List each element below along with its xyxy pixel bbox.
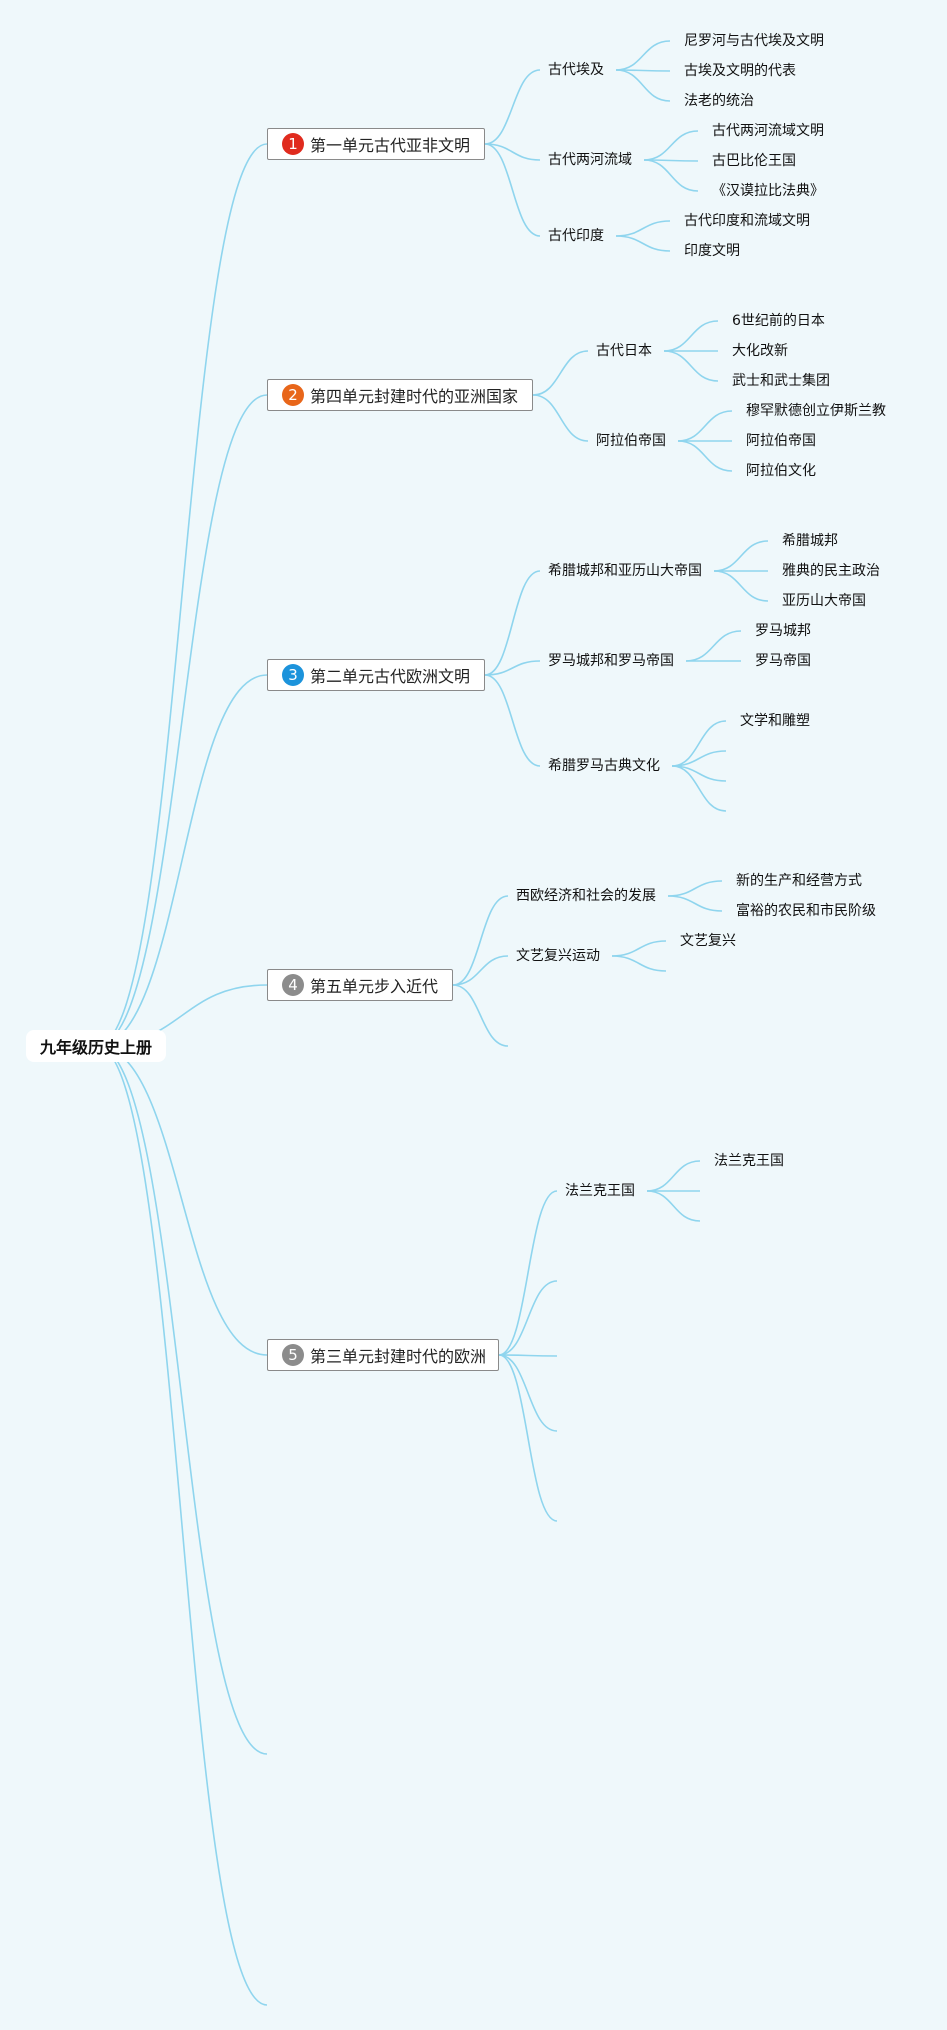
connector-topic-3-1-leaf-3 (713, 570, 769, 602)
connector-unit-5-topic-2 (498, 1280, 558, 1356)
connector-unit-5-topic-3 (498, 1354, 558, 1357)
unit-number-badge: 3 (282, 664, 304, 686)
leaf-node-5-1-1[interactable]: 法兰克王国 (714, 1153, 784, 1169)
topic-node-3-2[interactable]: 罗马城邦和罗马帝国 (548, 653, 674, 669)
leaf-node-2-1-3[interactable]: 武士和武士集团 (732, 373, 830, 389)
connector-topic-1-1-leaf-3 (615, 69, 671, 102)
unit-number-badge: 5 (282, 1344, 304, 1366)
unit-node-1[interactable]: 1 第一单元古代亚非文明 (267, 128, 485, 160)
root-topic[interactable]: 九年级历史上册 (26, 1030, 166, 1062)
leaf-node-1-2-1[interactable]: 古代两河流域文明 (712, 123, 824, 139)
connector-topic-2-1-leaf-1 (663, 320, 719, 352)
connector-unit-1-topic-2 (484, 143, 541, 161)
connector-topic-1-2-leaf-3 (643, 159, 699, 192)
topic-node-4-2[interactable]: 文艺复兴运动 (516, 948, 600, 964)
connector-topic-3-2-leaf-1 (685, 630, 742, 662)
unit-node-3[interactable]: 3 第二单元古代欧洲文明 (267, 659, 485, 691)
connector-unit-2-topic-2 (532, 394, 589, 442)
leaf-node-2-2-2[interactable]: 阿拉伯帝国 (746, 433, 816, 449)
unit-number-badge: 1 (282, 133, 304, 155)
root-title: 九年级历史上册 (39, 1038, 152, 1057)
leaf-node-2-1-2[interactable]: 大化改新 (732, 343, 788, 359)
leaf-node-3-3-1[interactable]: 文学和雕塑 (740, 713, 810, 729)
connector-topic-4-2-leaf-1 (611, 940, 667, 957)
connector-topic-3-3-leaf-4 (671, 765, 727, 812)
connector-unit-3-topic-2 (484, 660, 541, 676)
leaf-node-4-1-2[interactable]: 富裕的农民和市民阶级 (736, 903, 876, 919)
connector-topic-2-2-leaf-1 (677, 410, 733, 442)
connector-topic-3-3-leaf-1 (671, 720, 727, 767)
leaf-node-2-1-1[interactable]: 6世纪前的日本 (732, 313, 825, 329)
connector-unit-3-topic-1 (484, 570, 541, 676)
topic-node-2-1[interactable]: 古代日本 (596, 343, 652, 359)
connector-topic-5-1-leaf-3 (646, 1190, 701, 1222)
connector-topic-4-1-leaf-1 (667, 880, 723, 897)
leaf-node-4-1-1[interactable]: 新的生产和经营方式 (736, 873, 862, 889)
connector-root-empty-branch-1 (96, 1045, 268, 1755)
leaf-node-2-2-3[interactable]: 阿拉伯文化 (746, 463, 816, 479)
connector-topic-1-3-leaf-1 (615, 220, 671, 237)
connector-unit-5-topic-1 (498, 1190, 558, 1356)
topic-node-1-1[interactable]: 古代埃及 (548, 62, 604, 78)
leaf-node-3-2-2[interactable]: 罗马帝国 (755, 653, 811, 669)
unit-title: 第三单元封建时代的欧洲 (310, 1347, 487, 1366)
topic-node-4-1[interactable]: 西欧经济和社会的发展 (516, 888, 656, 904)
unit-title: 第一单元古代亚非文明 (310, 136, 471, 155)
connector-unit-4-topic-3 (452, 984, 509, 1047)
leaf-node-2-2-1[interactable]: 穆罕默德创立伊斯兰教 (746, 403, 886, 419)
leaf-node-3-1-1[interactable]: 希腊城邦 (782, 533, 838, 549)
connector-topic-3-1-leaf-1 (713, 540, 769, 572)
topic-node-1-2[interactable]: 古代两河流域 (548, 152, 632, 168)
leaf-node-1-2-3[interactable]: 《汉谟拉比法典》 (712, 183, 824, 199)
connector-unit-1-topic-1 (484, 69, 541, 145)
unit-number-badge: 2 (282, 384, 304, 406)
connector-root-unit-1 (96, 143, 268, 1047)
leaf-node-3-2-1[interactable]: 罗马城邦 (755, 623, 811, 639)
connector-topic-1-2-leaf-1 (643, 130, 699, 161)
connector-root-unit-5 (96, 1045, 268, 1356)
leaf-node-1-3-2[interactable]: 印度文明 (684, 243, 740, 259)
connector-unit-4-topic-1 (452, 895, 509, 986)
topic-node-3-1[interactable]: 希腊城邦和亚历山大帝国 (548, 563, 702, 579)
leaf-node-3-1-3[interactable]: 亚历山大帝国 (782, 593, 866, 609)
connector-unit-3-topic-3 (484, 674, 541, 767)
connector-topic-1-3-leaf-2 (615, 235, 671, 252)
connector-unit-4-topic-2 (452, 955, 509, 986)
connector-topic-2-1-leaf-3 (663, 350, 719, 382)
connector-unit-5-topic-4 (498, 1354, 558, 1432)
unit-title: 第二单元古代欧洲文明 (310, 667, 471, 686)
leaf-node-1-1-1[interactable]: 尼罗河与古代埃及文明 (684, 33, 824, 49)
topic-node-5-1[interactable]: 法兰克王国 (565, 1183, 635, 1199)
connector-root-unit-2 (96, 394, 268, 1047)
connector-topic-1-1-leaf-1 (615, 40, 671, 71)
connector-topic-4-2-leaf-2 (611, 955, 667, 972)
topic-node-1-3[interactable]: 古代印度 (548, 228, 604, 244)
connector-topic-5-1-leaf-1 (646, 1160, 701, 1192)
topic-node-2-2[interactable]: 阿拉伯帝国 (596, 433, 666, 449)
connector-root-empty-branch-2 (96, 1045, 268, 2006)
connector-unit-5-topic-5 (498, 1354, 558, 1522)
unit-title: 第四单元封建时代的亚洲国家 (310, 387, 519, 406)
leaf-node-1-2-2[interactable]: 古巴比伦王国 (712, 153, 796, 169)
topic-node-3-3[interactable]: 希腊罗马古典文化 (548, 758, 660, 774)
unit-title: 第五单元步入近代 (310, 977, 439, 996)
leaf-node-4-2-1[interactable]: 文艺复兴 (680, 933, 736, 949)
connector-topic-2-2-leaf-3 (677, 440, 733, 472)
connector-root-unit-3 (96, 674, 268, 1047)
connector-unit-2-topic-1 (532, 350, 589, 396)
leaf-node-3-1-2[interactable]: 雅典的民主政治 (782, 563, 880, 579)
unit-node-4[interactable]: 4 第五单元步入近代 (267, 969, 453, 1001)
unit-node-2[interactable]: 2 第四单元封建时代的亚洲国家 (267, 379, 533, 411)
unit-node-5[interactable]: 5 第三单元封建时代的欧洲 (267, 1339, 499, 1371)
connector-unit-1-topic-3 (484, 143, 541, 237)
connector-topic-4-1-leaf-2 (667, 895, 723, 912)
leaf-node-1-1-3[interactable]: 法老的统治 (684, 93, 754, 109)
leaf-node-1-3-1[interactable]: 古代印度和流域文明 (684, 213, 810, 229)
leaf-node-1-1-2[interactable]: 古埃及文明的代表 (684, 63, 796, 79)
unit-number-badge: 4 (282, 974, 304, 996)
